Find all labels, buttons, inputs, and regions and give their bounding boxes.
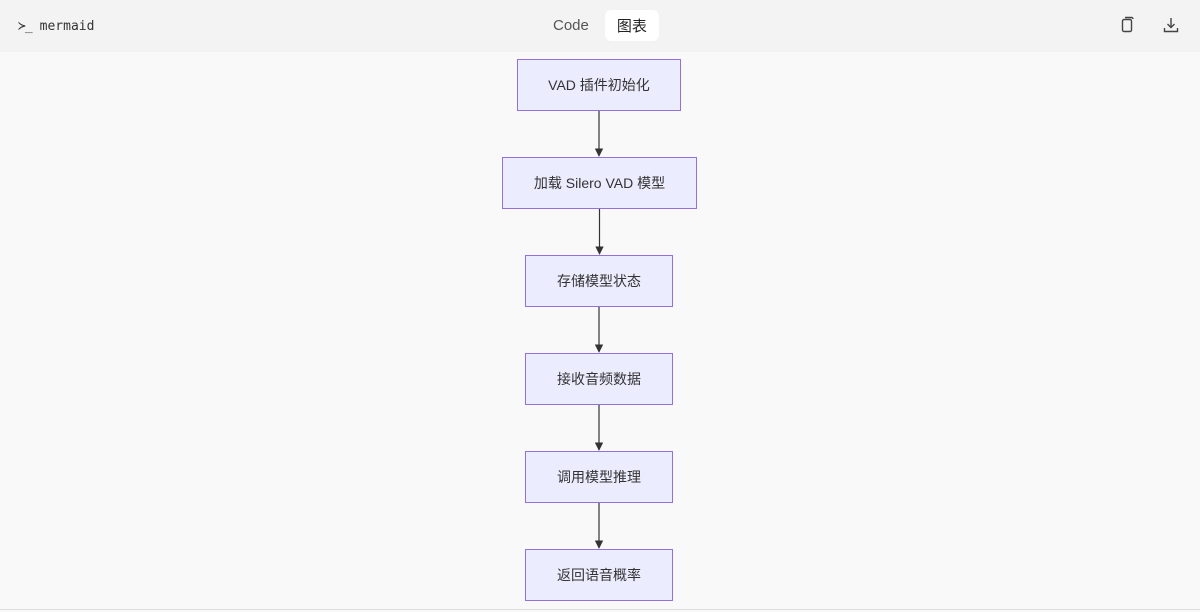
flow-node: 返回语音概率 [525,549,673,601]
flow-node: VAD 插件初始化 [517,59,681,111]
language-indicator: ≻_ mermaid [18,16,94,36]
flow-node: 接收音频数据 [525,353,673,405]
divider [0,609,1200,610]
flow-node: 调用模型推理 [525,451,673,503]
view-tabs: Code 图表 [541,10,659,41]
copy-button[interactable] [1116,14,1138,36]
flow-node: 加载 Silero VAD 模型 [502,157,697,209]
tab-diagram[interactable]: 图表 [604,10,659,41]
code-block-toolbar: ≻_ mermaid Code 图表 [0,0,1200,52]
flow-node: 存储模型状态 [525,255,673,307]
terminal-prompt-icon: ≻_ [18,18,33,34]
download-button[interactable] [1160,14,1182,36]
tab-code[interactable]: Code [553,17,589,34]
language-label: mermaid [39,18,95,34]
download-icon [1163,18,1179,33]
copy-icon [1121,16,1134,33]
